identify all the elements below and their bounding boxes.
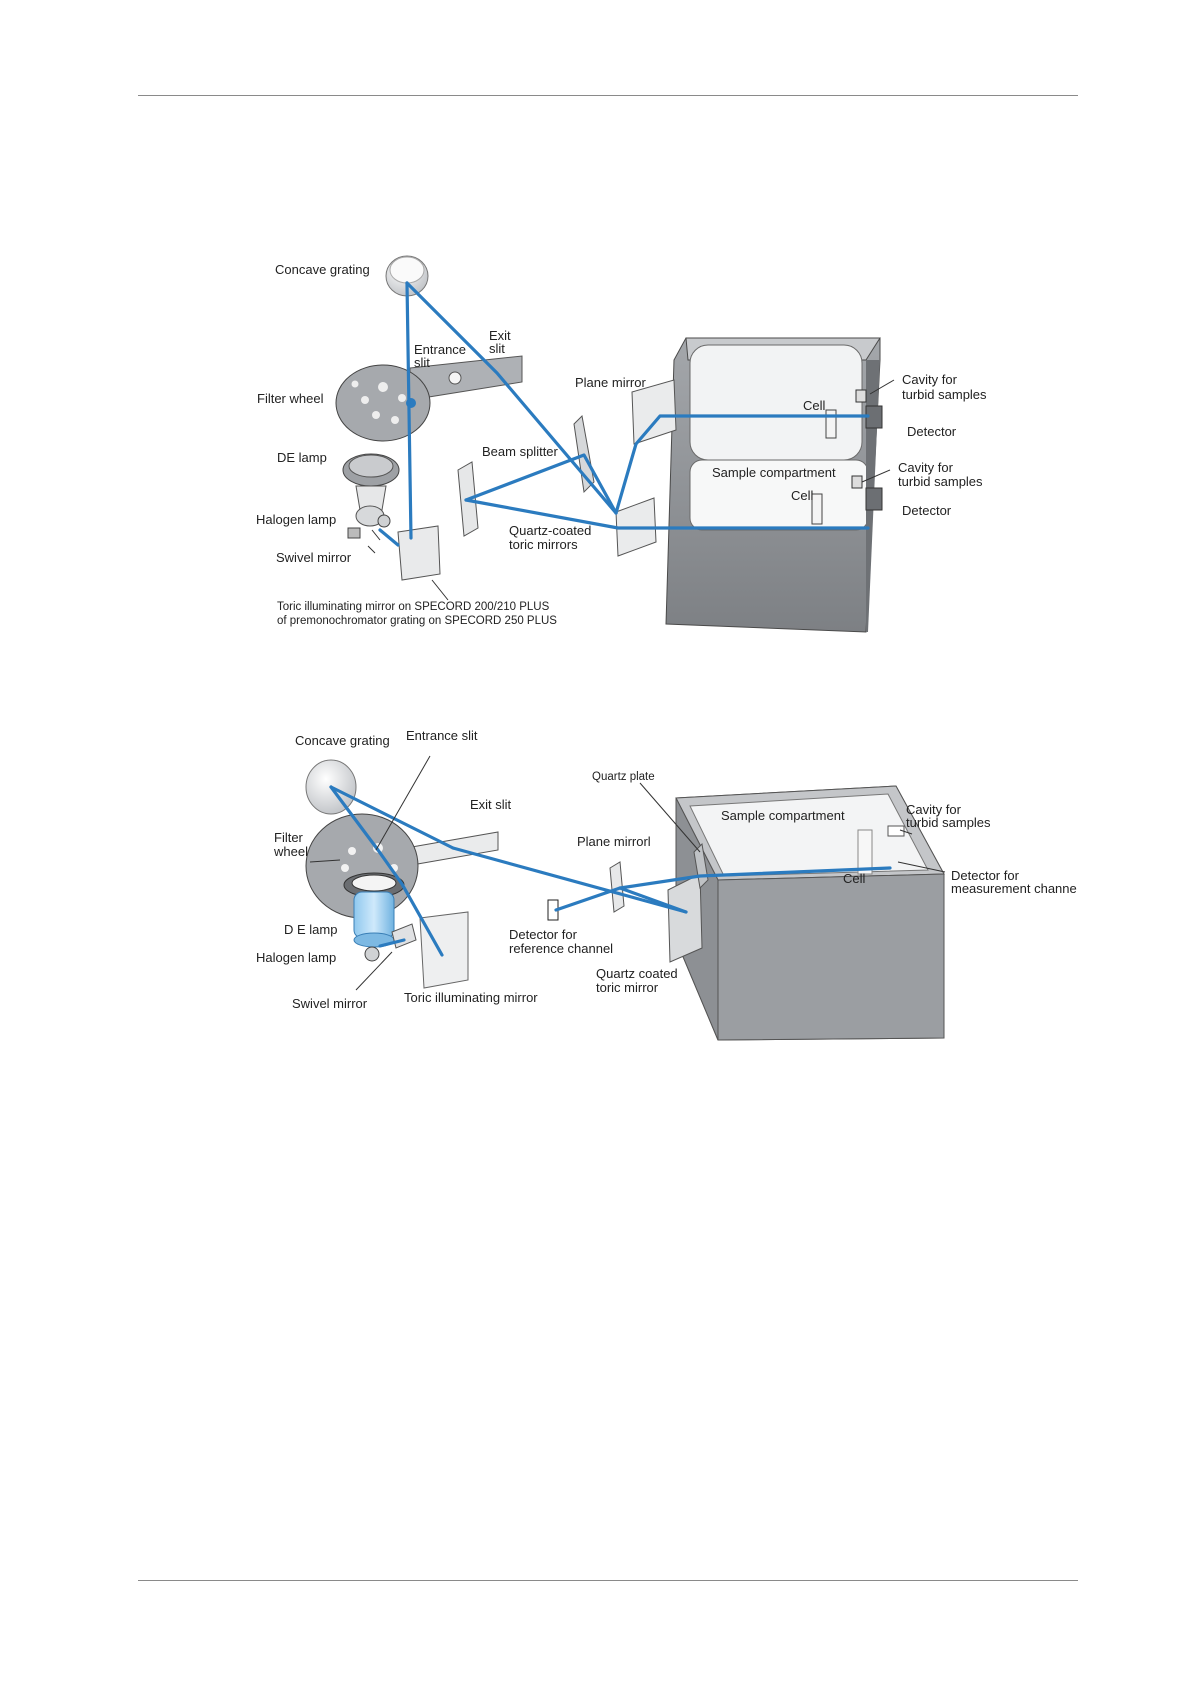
label-toric-note-1: Toric illuminating mirror on SPECORD 200…	[277, 601, 550, 613]
leader-lines-1	[367, 379, 895, 601]
sample-compartment-box	[675, 785, 945, 1041]
label-exit-slit-2b: Exit slit	[470, 797, 512, 812]
light-beam-path-1	[378, 281, 870, 547]
label-detector-ref-1: Detector for	[509, 927, 578, 942]
header-rule	[138, 95, 1078, 96]
cell-top	[825, 409, 837, 439]
concave-grating	[385, 255, 429, 297]
label-filter-wheel-2b: wheel	[273, 844, 308, 859]
label-filter-wheel: Filter wheel	[257, 391, 324, 406]
label-de-lamp-2: D E lamp	[284, 922, 337, 937]
cavity-bottom	[851, 475, 863, 489]
label-concave-grating: Concave grating	[275, 262, 370, 277]
diagram-1-specord-plus: Concave grating Exit slit Entrance slit …	[256, 255, 987, 633]
label-cavity-2b: turbid samples	[906, 815, 991, 830]
label-entrance-slit-2: Entrance slit	[406, 728, 478, 743]
filter-wheel	[335, 364, 462, 442]
halogen-lamp-2	[364, 946, 380, 962]
label-cavity-top-1: Cavity for	[902, 372, 958, 387]
cavity-top	[855, 389, 867, 403]
footer-rule	[138, 1580, 1078, 1581]
leader-lines-2	[309, 755, 946, 991]
label-toric-illuminating-mirror-2: Toric illuminating mirror	[404, 990, 538, 1005]
label-cavity-2a: Cavity for	[906, 802, 962, 817]
cell-2	[857, 829, 873, 875]
label-concave-grating-2: Concave grating	[295, 733, 390, 748]
label-plane-mirror-2: Plane mirrorl	[577, 834, 651, 849]
quartz-toric-mirror-2	[667, 873, 703, 963]
toric-illuminating-mirror-2	[419, 911, 469, 989]
swivel-mirror-2	[391, 923, 417, 949]
label-cell-2: Cell	[843, 871, 866, 886]
label-toric-note-2: of premonochromator grating on SPECORD 2…	[277, 615, 557, 627]
label-beam-splitter: Beam splitter	[482, 444, 559, 459]
label-sample-compartment-2: Sample compartment	[721, 808, 845, 823]
label-quartz-toric-2: toric mirrors	[509, 537, 578, 552]
plane-mirror	[631, 379, 677, 445]
label-cavity-bottom-1: Cavity for	[898, 460, 954, 475]
label-quartz-plate: Quartz plate	[592, 771, 655, 783]
plane-mirror-2	[609, 861, 625, 913]
label-entrance-slit-2: slit	[414, 355, 430, 370]
label-plane-mirror: Plane mirror	[575, 375, 646, 390]
label-halogen-lamp-2: Halogen lamp	[256, 950, 336, 965]
halogen-lamp	[347, 514, 391, 539]
label-quartz-toric-2b: toric mirror	[596, 980, 659, 995]
label-cavity-top-2: turbid samples	[902, 387, 987, 402]
label-de-lamp: DE lamp	[277, 450, 327, 465]
detector-bottom	[865, 487, 883, 511]
label-swivel-mirror: Swivel mirror	[276, 550, 352, 565]
label-swivel-mirror-2: Swivel mirror	[292, 996, 368, 1011]
label-exit-slit-1: Exit	[489, 328, 511, 343]
label-cell-top: Cell	[803, 398, 826, 413]
label-detector-bottom: Detector	[902, 503, 952, 518]
label-quartz-toric-1: Quartz-coated	[509, 523, 591, 538]
diagram-2-specord: Concave grating Entrance slit Quartz pla…	[256, 728, 1077, 1041]
label-detector-ref-2: reference channel	[509, 941, 613, 956]
label-sample-compartment: Sample compartment	[712, 465, 836, 480]
label-detector-meas-1: Detector for	[951, 868, 1020, 883]
label-filter-wheel-2a: Filter	[274, 830, 304, 845]
label-quartz-toric-2a: Quartz coated	[596, 966, 678, 981]
label-detector-top: Detector	[907, 424, 957, 439]
label-entrance-slit-1: Entrance	[414, 342, 466, 357]
label-detector-meas-2: measurement channe	[951, 881, 1077, 896]
label-cavity-bottom-2: turbid samples	[898, 474, 983, 489]
cell-bottom	[811, 493, 823, 525]
light-beam-path-2	[329, 785, 892, 957]
label-cell-bottom: Cell	[791, 488, 814, 503]
label-halogen-lamp: Halogen lamp	[256, 512, 336, 527]
de-lamp	[342, 453, 400, 527]
toric-illuminating-mirror	[397, 525, 441, 581]
sample-compartment-housing	[665, 337, 881, 633]
label-exit-slit-2: slit	[489, 341, 505, 356]
